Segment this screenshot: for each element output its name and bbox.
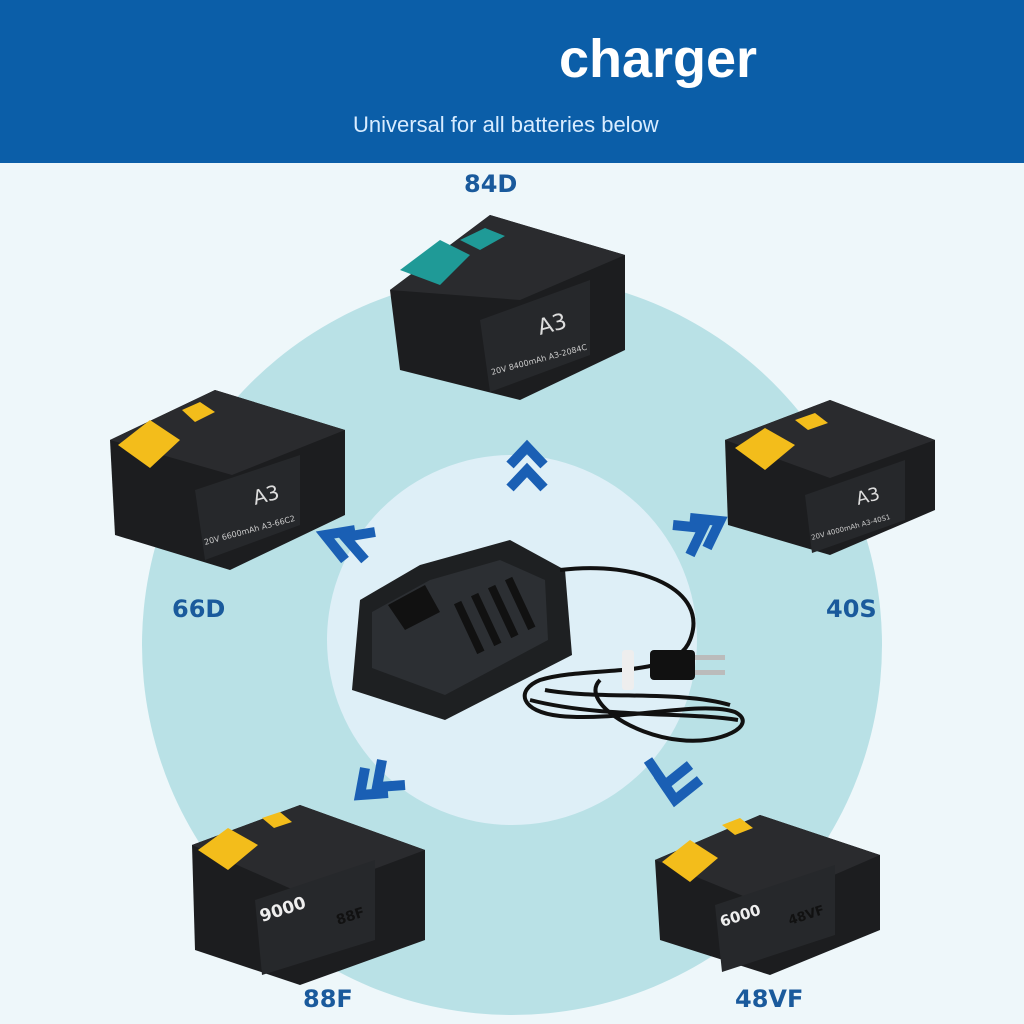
plug-icon: [622, 650, 725, 690]
header-banner: charger Universal for all batteries belo…: [0, 0, 1024, 163]
battery-48vf: 6000 48VF: [655, 815, 880, 975]
charger-device: [352, 540, 572, 720]
battery-label-66d: 66D: [172, 595, 226, 623]
battery-label-48vf: 48VF: [735, 985, 804, 1013]
chevron-downleft-icon: [353, 759, 406, 801]
chevron-up-icon: [506, 439, 548, 492]
battery-label-40s: 40S: [826, 595, 877, 623]
page-title: charger: [558, 29, 758, 89]
charger-cord: [522, 566, 745, 743]
battery-88f: 9000 88F: [192, 805, 425, 985]
chevron-upright-icon: [672, 513, 728, 558]
battery-66d: A3 20V 6600mAh A3-66C2: [110, 390, 345, 570]
battery-40s: A3 20V 4000mAh A3-40S1: [725, 400, 935, 555]
battery-label-84d: 84D: [464, 170, 518, 198]
product-illustration: A3 20V 8400mAh A3-2084C A3 20V 6600mAh A…: [110, 215, 935, 1015]
battery-84d: A3 20V 8400mAh A3-2084C: [390, 215, 625, 400]
page-subtitle: Universal for all batteries below: [353, 112, 659, 137]
chevron-upleft-icon: [315, 525, 376, 564]
chevron-arrows: [315, 439, 728, 808]
chevron-downright-icon: [643, 757, 704, 808]
battery-label-88f: 88F: [303, 985, 353, 1013]
